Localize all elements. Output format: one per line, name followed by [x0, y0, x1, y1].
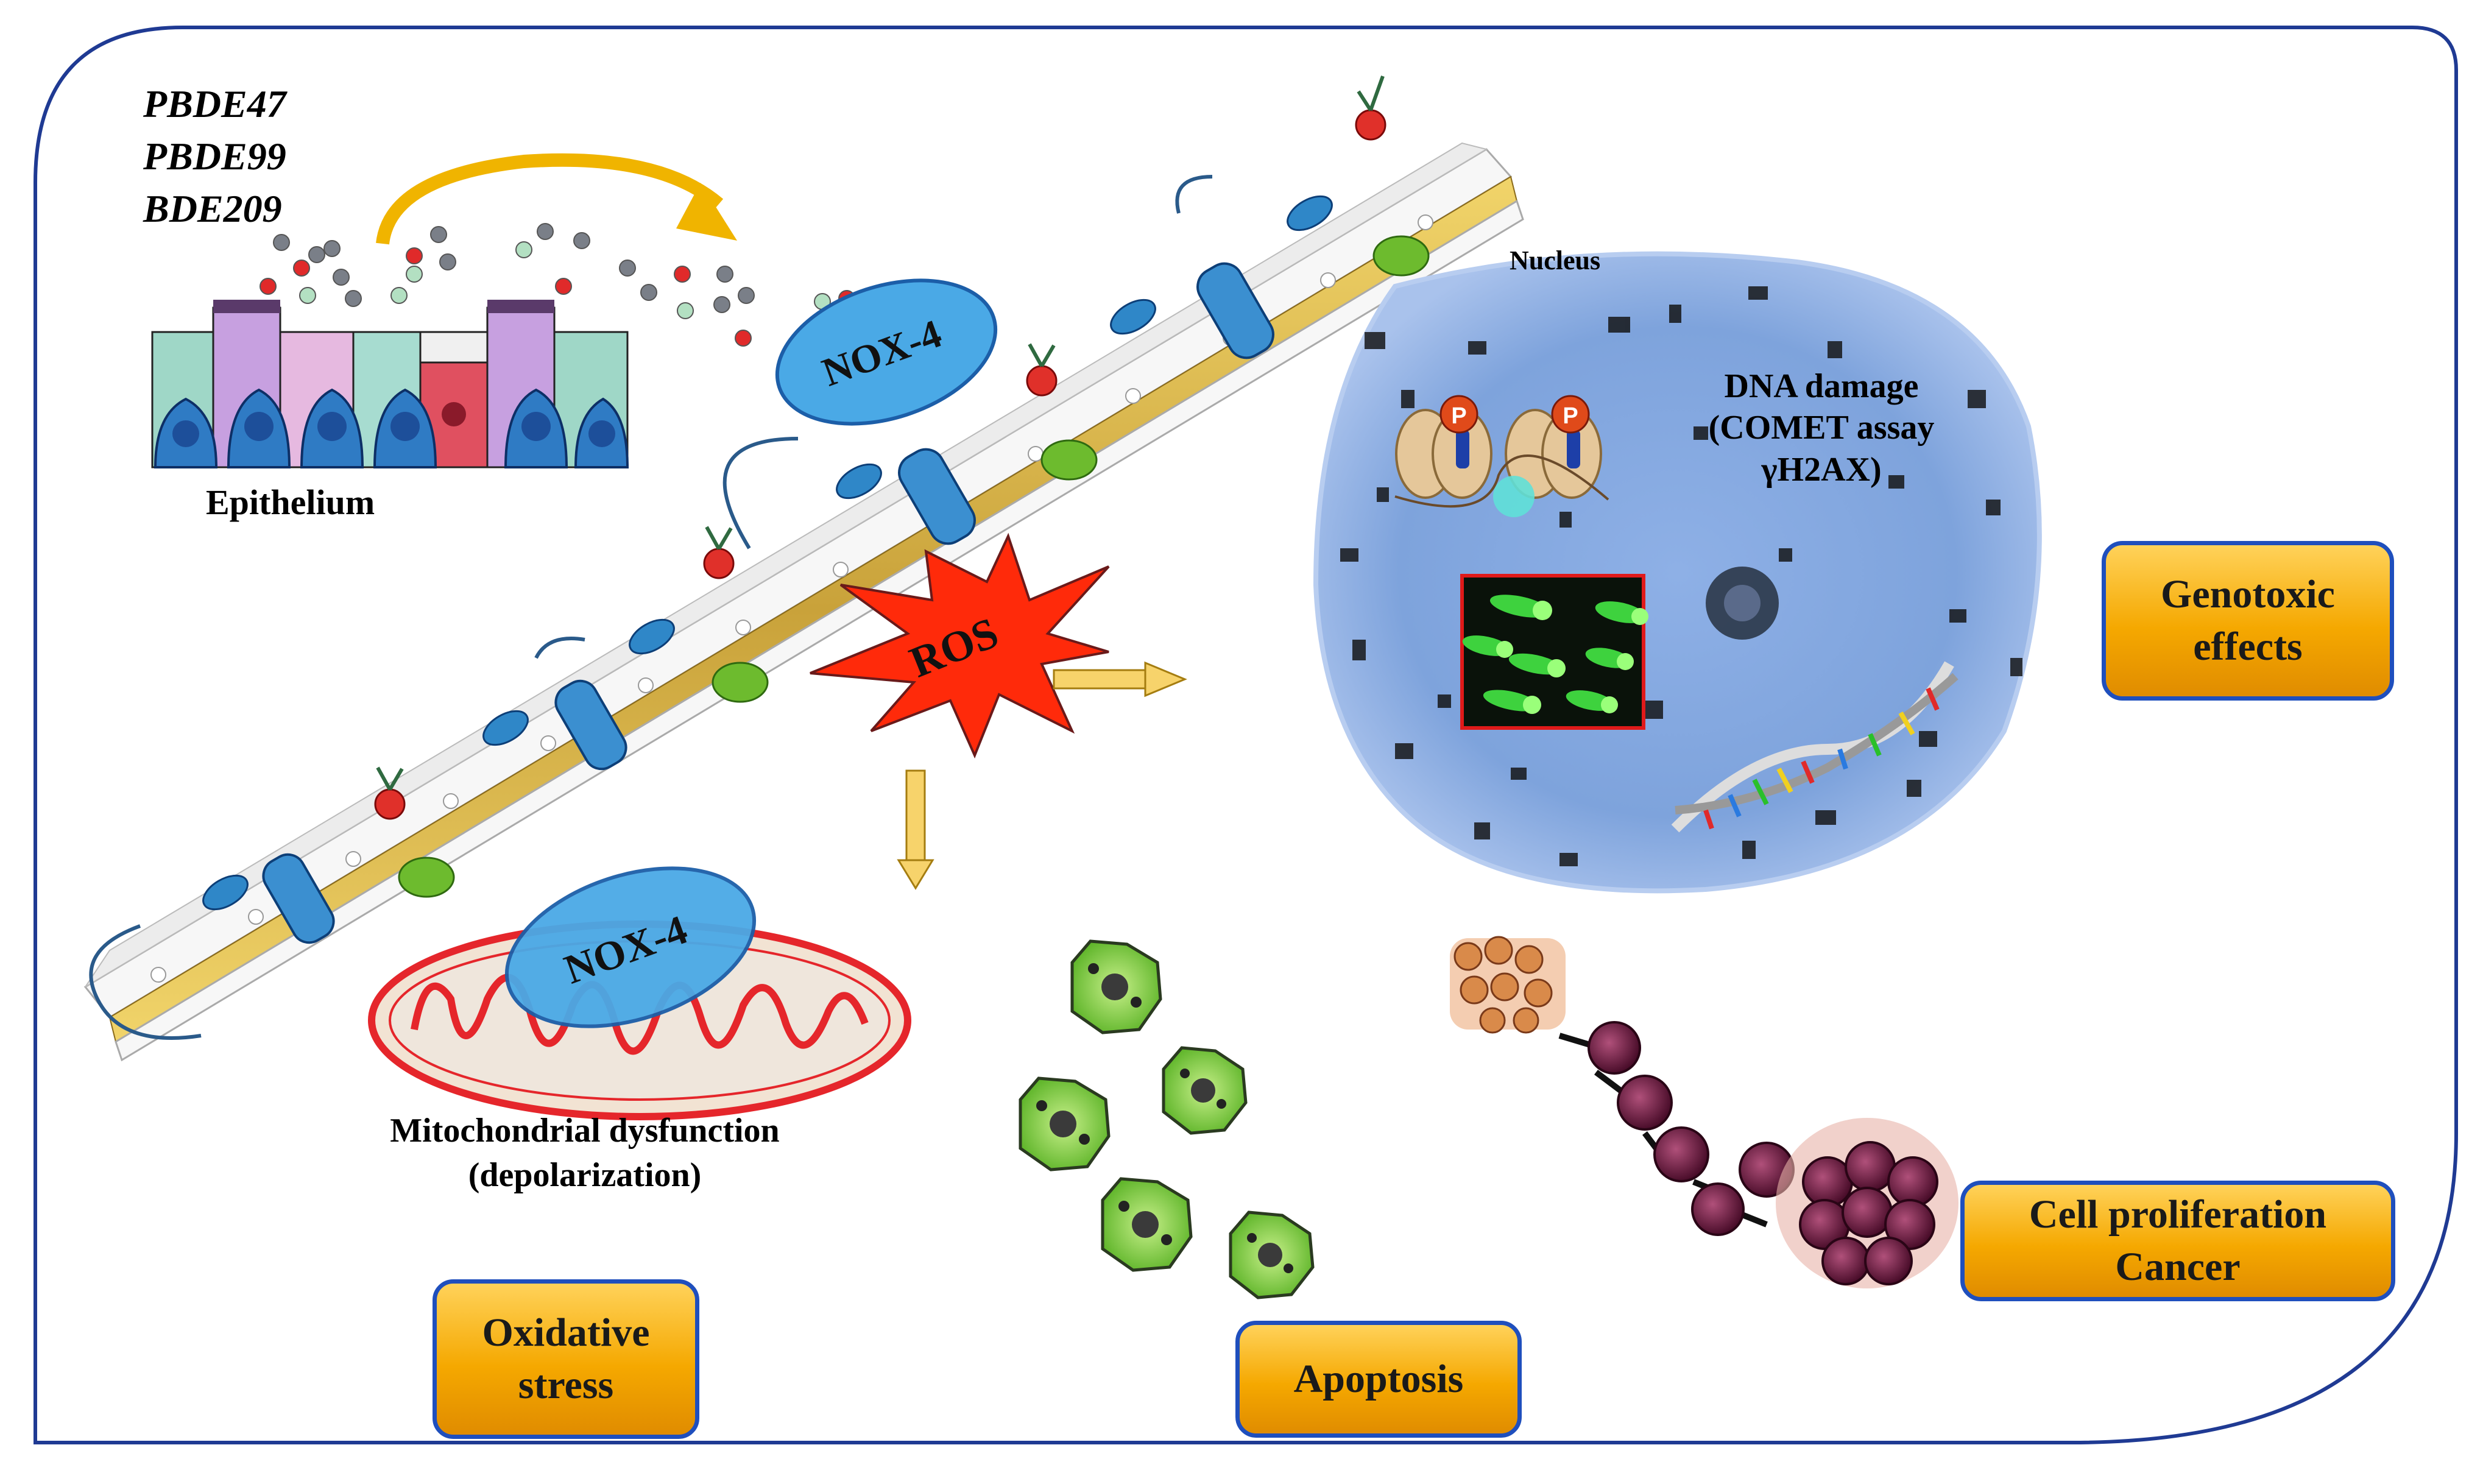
dna-helix-icon — [1671, 661, 1958, 833]
compound-pbde99: PBDE99 — [143, 135, 286, 178]
apoptotic-cell — [1070, 939, 1162, 1034]
compound-pbde47: PBDE47 — [143, 82, 286, 125]
tumor-mass — [1776, 1118, 1958, 1288]
phospho-label-1: P — [1451, 403, 1466, 429]
uptake-arrow — [376, 153, 737, 245]
oxidative-stress-box: Oxidative stress — [433, 1279, 699, 1439]
outer-frame — [34, 26, 2458, 1444]
mitochondrial-dysfunction-label: Mitochondrial dysfunction (depolarizatio… — [353, 1109, 816, 1198]
cell-proliferation-cancer-box: Cell proliferation Cancer — [1960, 1181, 2395, 1301]
dna-damage-line-3: γH2AX) — [1761, 450, 1882, 489]
compound-bde209: BDE209 — [143, 187, 282, 230]
nucleus-label: Nucleus — [1510, 246, 1601, 275]
dna-damage-line-2: (COMET assay — [1708, 409, 1935, 447]
apoptotic-cell — [1101, 1177, 1193, 1272]
pbde-compound-list: PBDE47 PBDE99 BDE209 — [143, 78, 286, 235]
apoptotic-cell — [1019, 1076, 1111, 1171]
pbde-molecules — [260, 223, 855, 347]
phospho-label-2: P — [1563, 403, 1578, 429]
nucleus: P P — [1313, 251, 2042, 894]
genotoxic-box-line-1: Genotoxic — [2161, 572, 2335, 617]
nox4-top: NOX-4 — [775, 278, 998, 426]
apoptotic-cells — [1019, 939, 1315, 1299]
chromatin-cluster — [1706, 567, 1779, 640]
apoptotic-cell — [1229, 1210, 1315, 1299]
dna-damage-label: DNA damage (COMET assay γH2AX) — [1645, 366, 1998, 490]
dna-damage-line-1: DNA damage — [1724, 367, 1919, 405]
ros-to-nucleus-arrow — [1053, 661, 1187, 698]
epithelium-illustration — [151, 300, 629, 468]
cell-membrane — [83, 75, 1524, 1062]
cancer-box-line-1: Cell proliferation — [2029, 1192, 2327, 1237]
oxidative-box-line-1: Oxidative — [482, 1310, 650, 1355]
ros-to-mitochondria-arrow — [897, 769, 934, 890]
apoptotic-cell — [1162, 1046, 1248, 1135]
apoptosis-box-line-1: Apoptosis — [1293, 1357, 1464, 1402]
ros-burst: ROS — [810, 532, 1110, 759]
mito-label-line-1: Mitochondrial dysfunction — [390, 1112, 780, 1150]
comet-assay-image — [1460, 574, 1648, 730]
cancer-progression — [1450, 936, 1958, 1288]
apoptosis-box: Apoptosis — [1235, 1321, 1522, 1438]
nucleosome-icons: P P — [1394, 395, 1609, 517]
mito-label-line-2: (depolarization) — [468, 1156, 702, 1194]
nox4-bottom: NOX-4 — [504, 866, 757, 1028]
cancer-box-line-2: Cancer — [2115, 1245, 2241, 1289]
genotoxic-box-line-2: effects — [2193, 624, 2303, 669]
genotoxic-effects-box: Genotoxic effects — [2102, 541, 2394, 701]
epithelium-label: Epithelium — [206, 482, 375, 522]
oxidative-box-line-2: stress — [518, 1363, 614, 1407]
normal-cell-cluster — [1450, 936, 1566, 1034]
